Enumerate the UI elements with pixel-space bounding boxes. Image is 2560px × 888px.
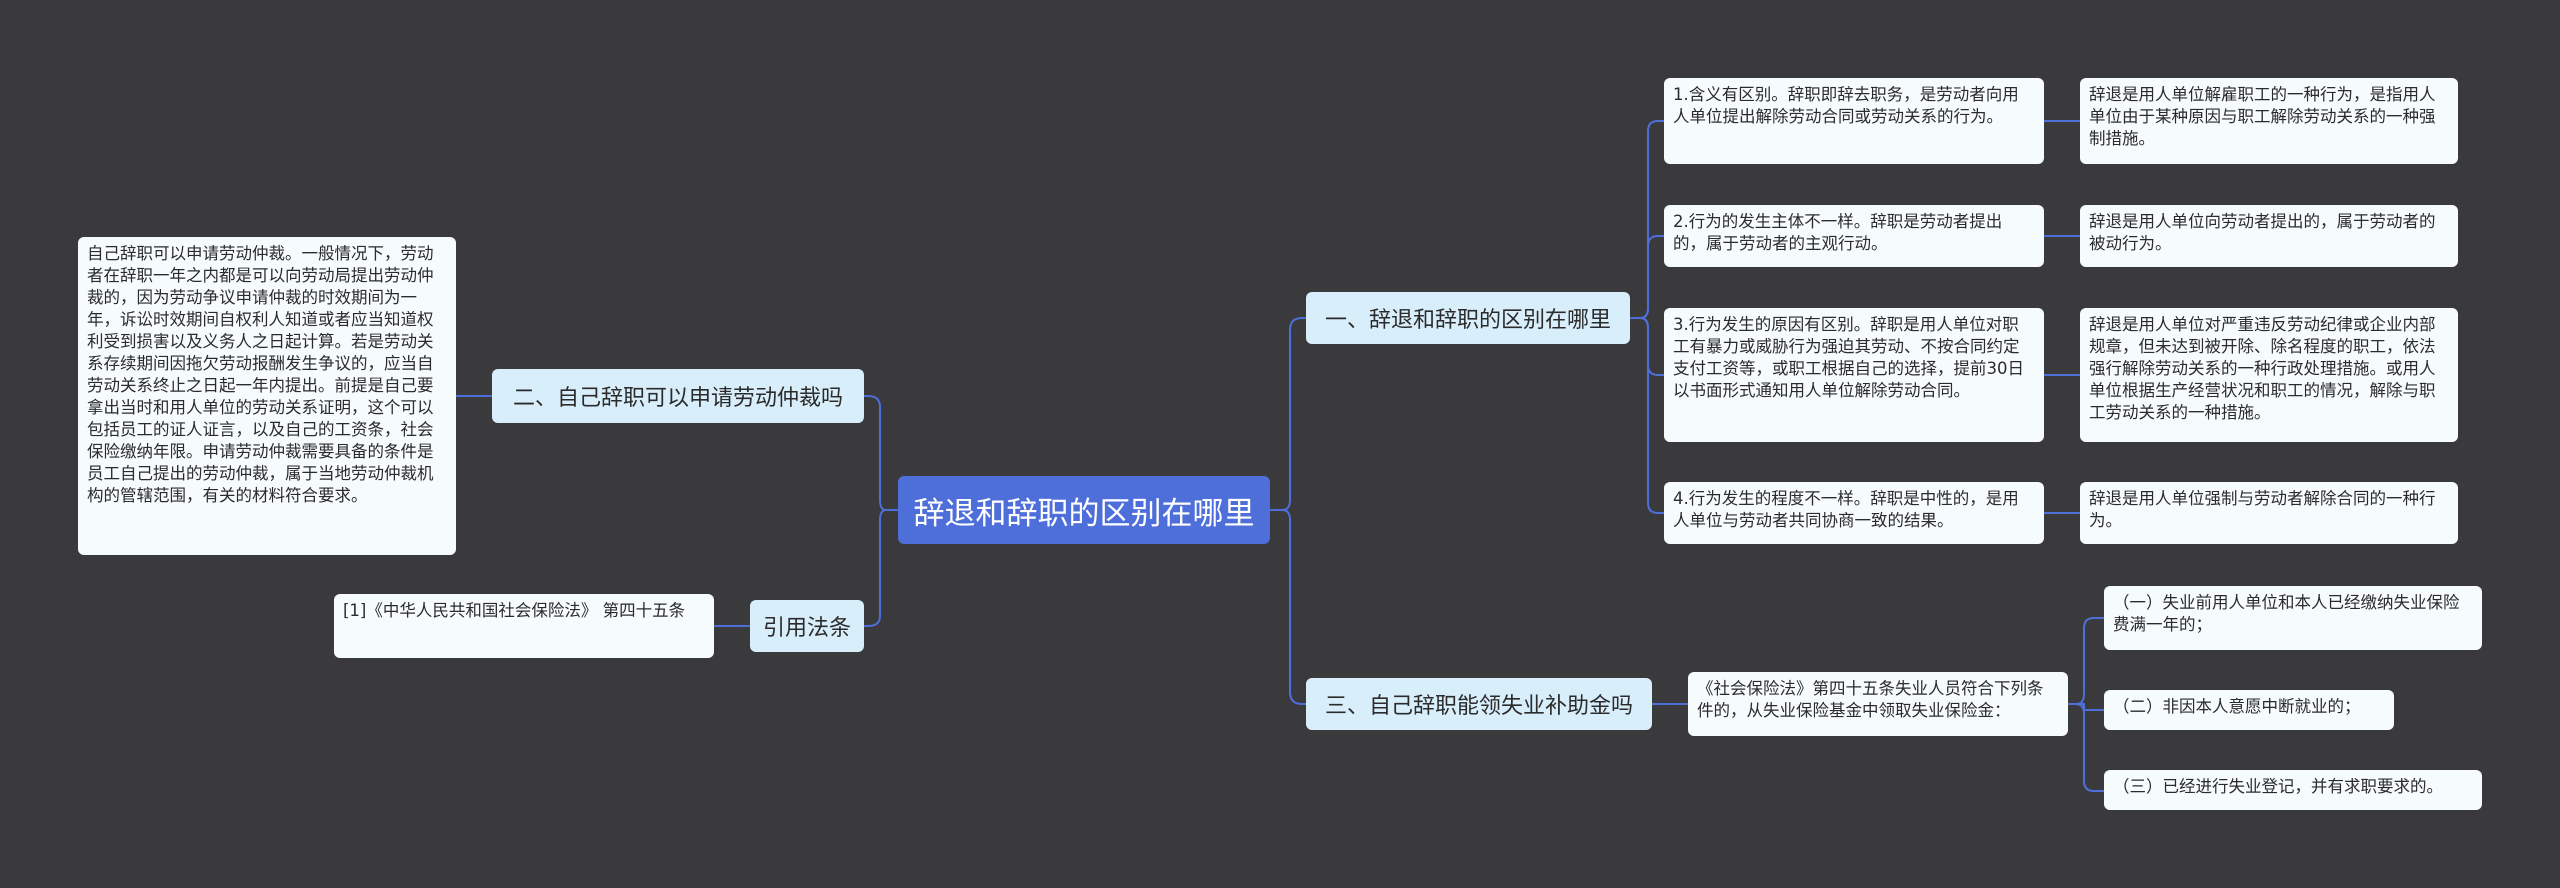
link-root-b2 <box>864 395 898 511</box>
branch-cited-law[interactable]: 引用法条 <box>750 600 864 652</box>
branch-unemployment-benefit[interactable]: 三、自己辞职能领失业补助金吗 <box>1306 678 1652 730</box>
branch-labor-arbitration[interactable]: 二、自己辞职可以申请劳动仲裁吗 <box>492 369 864 423</box>
link-root-b4 <box>864 509 898 627</box>
social-insurance-law-clause[interactable]: 《社会保险法》第四十五条失业人员符合下列条件的，从失业保险基金中领取失业保险金： <box>1688 672 2068 736</box>
branch-difference[interactable]: 一、辞退和辞职的区别在哪里 <box>1306 292 1630 344</box>
link-mid-sub3 <box>2068 703 2104 792</box>
arbitration-detail[interactable]: 自己辞职可以申请劳动仲裁。一般情况下，劳动者在辞职一年之内都是可以向劳动局提出劳… <box>78 237 456 555</box>
difference-item-4[interactable]: 4.行为发生的程度不一样。辞职是中性的，是用人单位与劳动者共同协商一致的结果。 <box>1664 482 2044 544</box>
link-mid-sub1 <box>2068 617 2104 705</box>
condition-2[interactable]: （二）非因本人意愿中断就业的； <box>2104 690 2394 730</box>
difference-item-2[interactable]: 2.行为的发生主体不一样。辞职是劳动者提出的，属于劳动者的主观行动。 <box>1664 205 2044 267</box>
link-root-b1 <box>1270 317 1306 511</box>
difference-item-1[interactable]: 1.含义有区别。辞职即辞去职务，是劳动者向用人单位提出解除劳动合同或劳动关系的行… <box>1664 78 2044 164</box>
dismissal-desc-2[interactable]: 辞退是用人单位向劳动者提出的，属于劳动者的被动行为。 <box>2080 205 2458 267</box>
dismissal-desc-4[interactable]: 辞退是用人单位强制与劳动者解除合同的一种行为。 <box>2080 482 2458 544</box>
condition-3[interactable]: （三）已经进行失业登记，并有求职要求的。 <box>2104 770 2482 810</box>
condition-1[interactable]: （一）失业前用人单位和本人已经缴纳失业保险费满一年的； <box>2104 586 2482 650</box>
dismissal-desc-1[interactable]: 辞退是用人单位解雇职工的一种行为，是指用人单位由于某种原因与职工解除劳动关系的一… <box>2080 78 2458 164</box>
law-citation[interactable]: [1]《中华人民共和国社会保险法》 第四十五条 <box>334 594 714 658</box>
link-root-b3 <box>1270 509 1306 705</box>
dismissal-desc-3[interactable]: 辞退是用人单位对严重违反劳动纪律或企业内部规章，但未达到被开除、除名程度的职工，… <box>2080 308 2458 442</box>
link-b1-item2 <box>1630 235 1664 319</box>
link-b1-item4 <box>1630 317 1664 514</box>
difference-item-3[interactable]: 3.行为发生的原因有区别。辞职是用人单位对职工有暴力或威胁行为强迫其劳动、不按合… <box>1664 308 2044 442</box>
root-topic[interactable]: 辞退和辞职的区别在哪里 <box>898 476 1270 544</box>
